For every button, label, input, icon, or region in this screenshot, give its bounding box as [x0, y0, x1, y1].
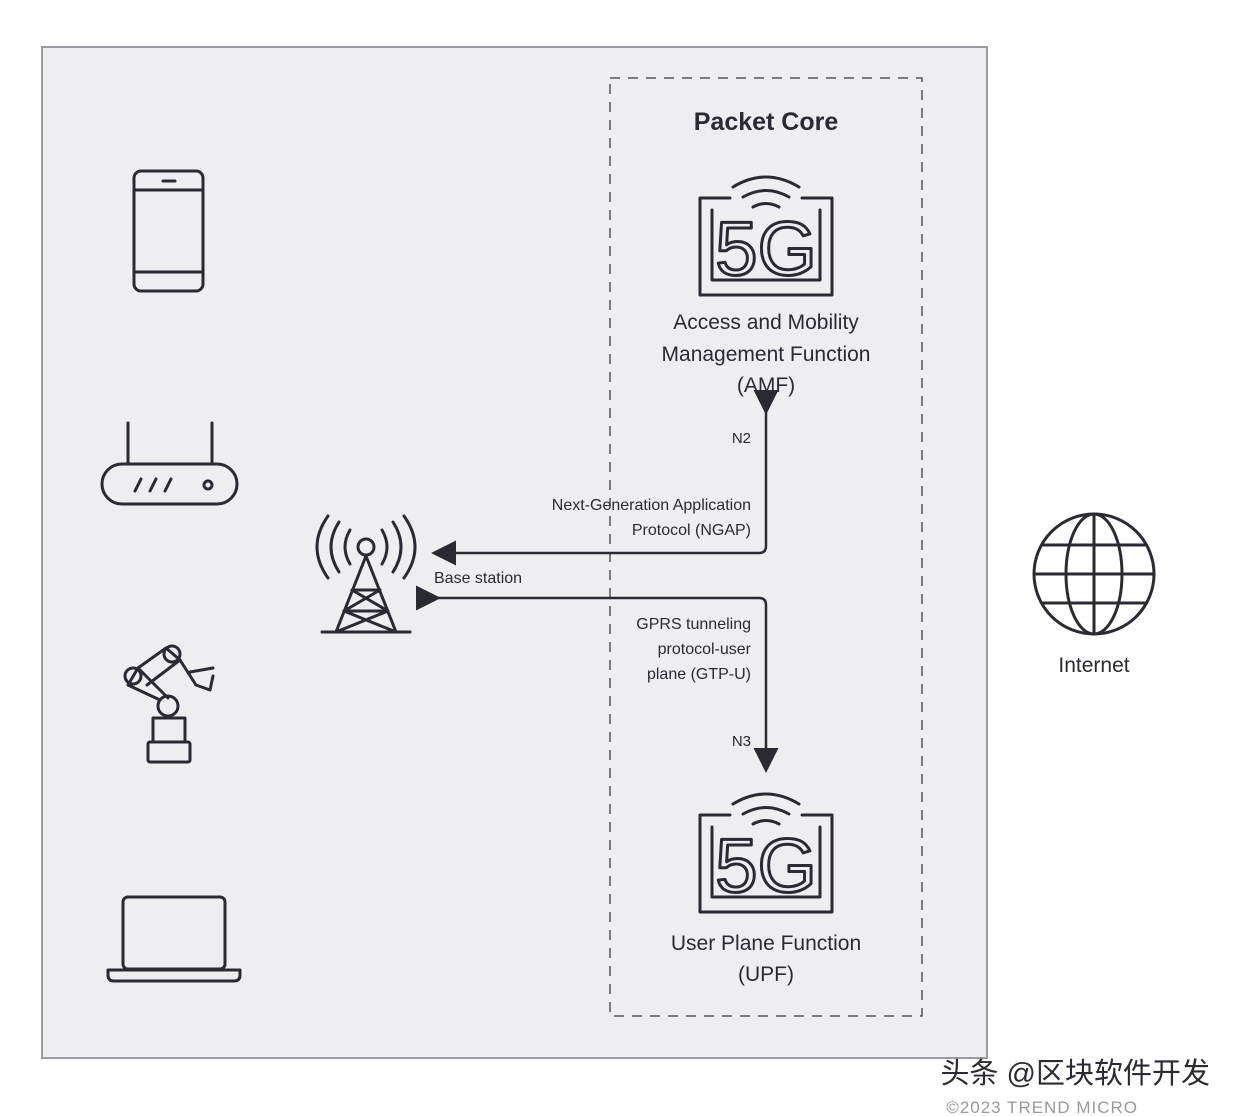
amf-label-line2: Management Function — [662, 343, 871, 366]
upf-5g-icon: 5G — [698, 792, 834, 914]
upf-label-line1: User Plane Function — [671, 932, 861, 955]
smartphone-icon — [132, 169, 205, 293]
robotic-arm-icon — [123, 644, 215, 764]
upf-label-line2: (UPF) — [738, 963, 794, 986]
watermark-text: 头条 @区块软件开发 — [941, 1057, 1211, 1090]
base-station-tower-icon — [315, 514, 417, 634]
packet-core-title: Packet Core — [694, 108, 839, 136]
amf-label-line3: (AMF) — [737, 374, 795, 397]
copyright-text: ©2023 TREND MICRO — [946, 1098, 1138, 1116]
router-icon — [100, 421, 239, 506]
internet-label: Internet — [1058, 654, 1129, 677]
packet-core-boundary — [609, 77, 923, 1017]
n3-interface-label: N3 — [732, 733, 751, 750]
n3-connector-arrow — [416, 585, 779, 773]
n2-connector-arrow — [431, 390, 779, 566]
gtpu-label-line2: protocol-user — [658, 641, 752, 658]
ngap-label-line1: Next-Generation Application — [552, 497, 751, 514]
svg-text:5G: 5G — [715, 824, 816, 909]
gtpu-label-line3: plane (GTP-U) — [647, 666, 751, 683]
laptop-icon — [106, 895, 242, 983]
globe-icon — [1032, 512, 1156, 636]
gtpu-label-line1: GPRS tunneling — [636, 616, 751, 633]
base-station-label: Base station — [434, 570, 522, 587]
amf-label-line1: Access and Mobility — [673, 311, 859, 334]
svg-text:5G: 5G — [715, 207, 816, 292]
n2-interface-label: N2 — [732, 430, 751, 447]
ngap-label-line2: Protocol (NGAP) — [632, 522, 751, 539]
amf-5g-icon: 5G — [698, 175, 834, 297]
